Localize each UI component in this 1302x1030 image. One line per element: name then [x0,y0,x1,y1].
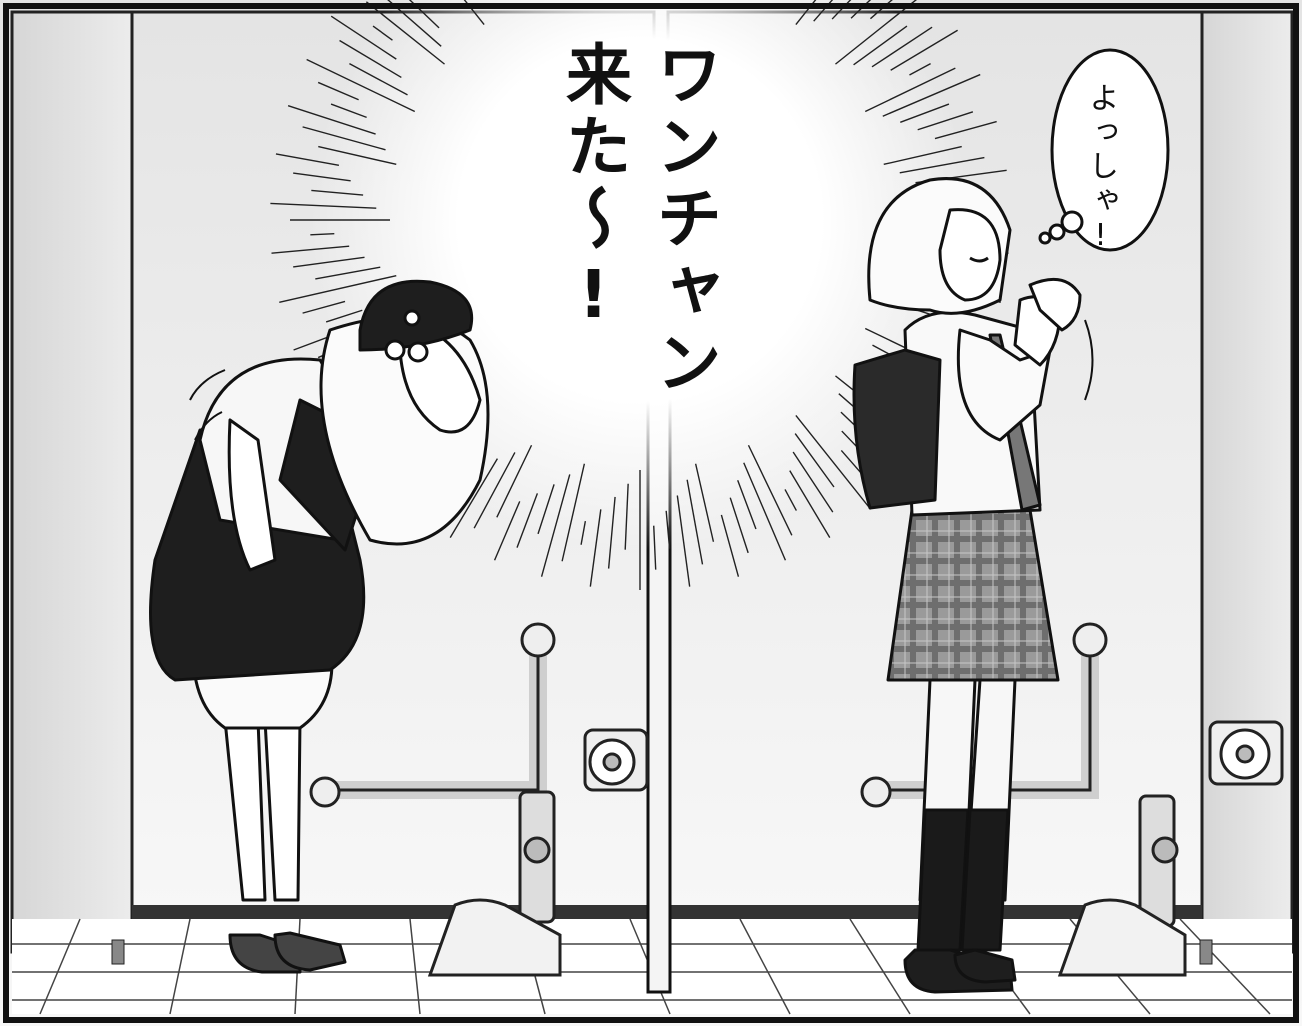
burst-line [270,202,377,209]
burst-line [473,452,516,529]
burst-line [909,63,931,76]
burst-line [795,415,872,510]
burst-line [853,25,908,66]
burst-line [607,496,616,569]
stall-foot-left [111,939,125,965]
burst-line [795,0,817,25]
panel-border [3,3,1299,1023]
burst-line [729,497,749,554]
right-side-wall [1200,10,1294,954]
burst-line [794,433,835,488]
burst-line [330,103,367,119]
burst-line [271,245,350,254]
squat-toilet-right [1057,898,1187,977]
burst-line [665,510,671,549]
toilet-paper-holder-right [1208,720,1284,786]
burst-line [372,25,393,41]
burst-line [676,495,691,587]
flush-valve-left [518,790,556,924]
left-side-wall [10,10,134,954]
burst-line [449,458,499,538]
burst-line [408,0,440,29]
burst-line [589,509,602,587]
burst-line [315,266,381,280]
burst-line [890,29,958,71]
burst-line [694,463,715,542]
thought-bubble [1038,48,1170,252]
burst-line [871,26,933,68]
burst-line [737,480,757,530]
burst-line [275,153,340,167]
burst-line [835,0,917,65]
burst-line [463,0,485,25]
sfx-text-column-2: 来た〜! [555,40,632,339]
burst-line [349,63,408,96]
burst-line [365,1,445,65]
toilet-paper-holder-left [583,728,649,792]
burst-line [883,145,962,166]
burst-line [287,104,376,135]
burst-line [789,470,831,538]
burst-line [306,58,416,113]
burst-line [864,67,956,113]
burst-line [387,0,442,47]
burst-line [813,0,834,22]
burst-line [686,479,704,565]
burst-line [743,462,787,561]
girl-left-bowing [149,279,490,974]
burst-line [496,444,533,518]
burst-line [624,483,629,550]
burst-line [537,484,555,535]
burst-line [653,525,657,570]
burst-line [934,120,997,140]
burst-line [900,103,950,123]
burst-line [720,514,740,577]
burst-line [310,233,335,236]
squat-toilet-left [427,898,562,977]
burst-line [302,126,386,151]
burst-line [302,300,346,314]
burst-line [330,15,397,60]
girl-right-uniform [852,177,1082,994]
burst-line [516,493,539,548]
burst-line [917,111,974,131]
burst-line [493,501,521,561]
burst-line [899,156,985,174]
burst-line [784,489,797,511]
thought-bubble-text: よっしゃ! [1083,82,1118,257]
burst-line [747,444,793,536]
burst-line [792,451,834,513]
burst-line [279,274,397,304]
burst-line [311,189,364,196]
grab-bar-left [309,622,556,808]
burst-line [293,256,365,268]
burst-line [561,463,586,562]
stall-foot-right [1199,939,1213,965]
motion-lines [189,319,1094,441]
burst-line [540,474,571,577]
flush-valve-right [1138,794,1179,928]
burst-line [318,145,397,166]
burst-line [317,81,359,101]
sfx-text-column-1: ワンチャン [645,40,722,400]
burst-line [339,39,402,79]
burst-line [325,309,363,323]
burst-line [580,520,587,545]
burst-line [882,73,981,117]
burst-line [293,172,351,182]
